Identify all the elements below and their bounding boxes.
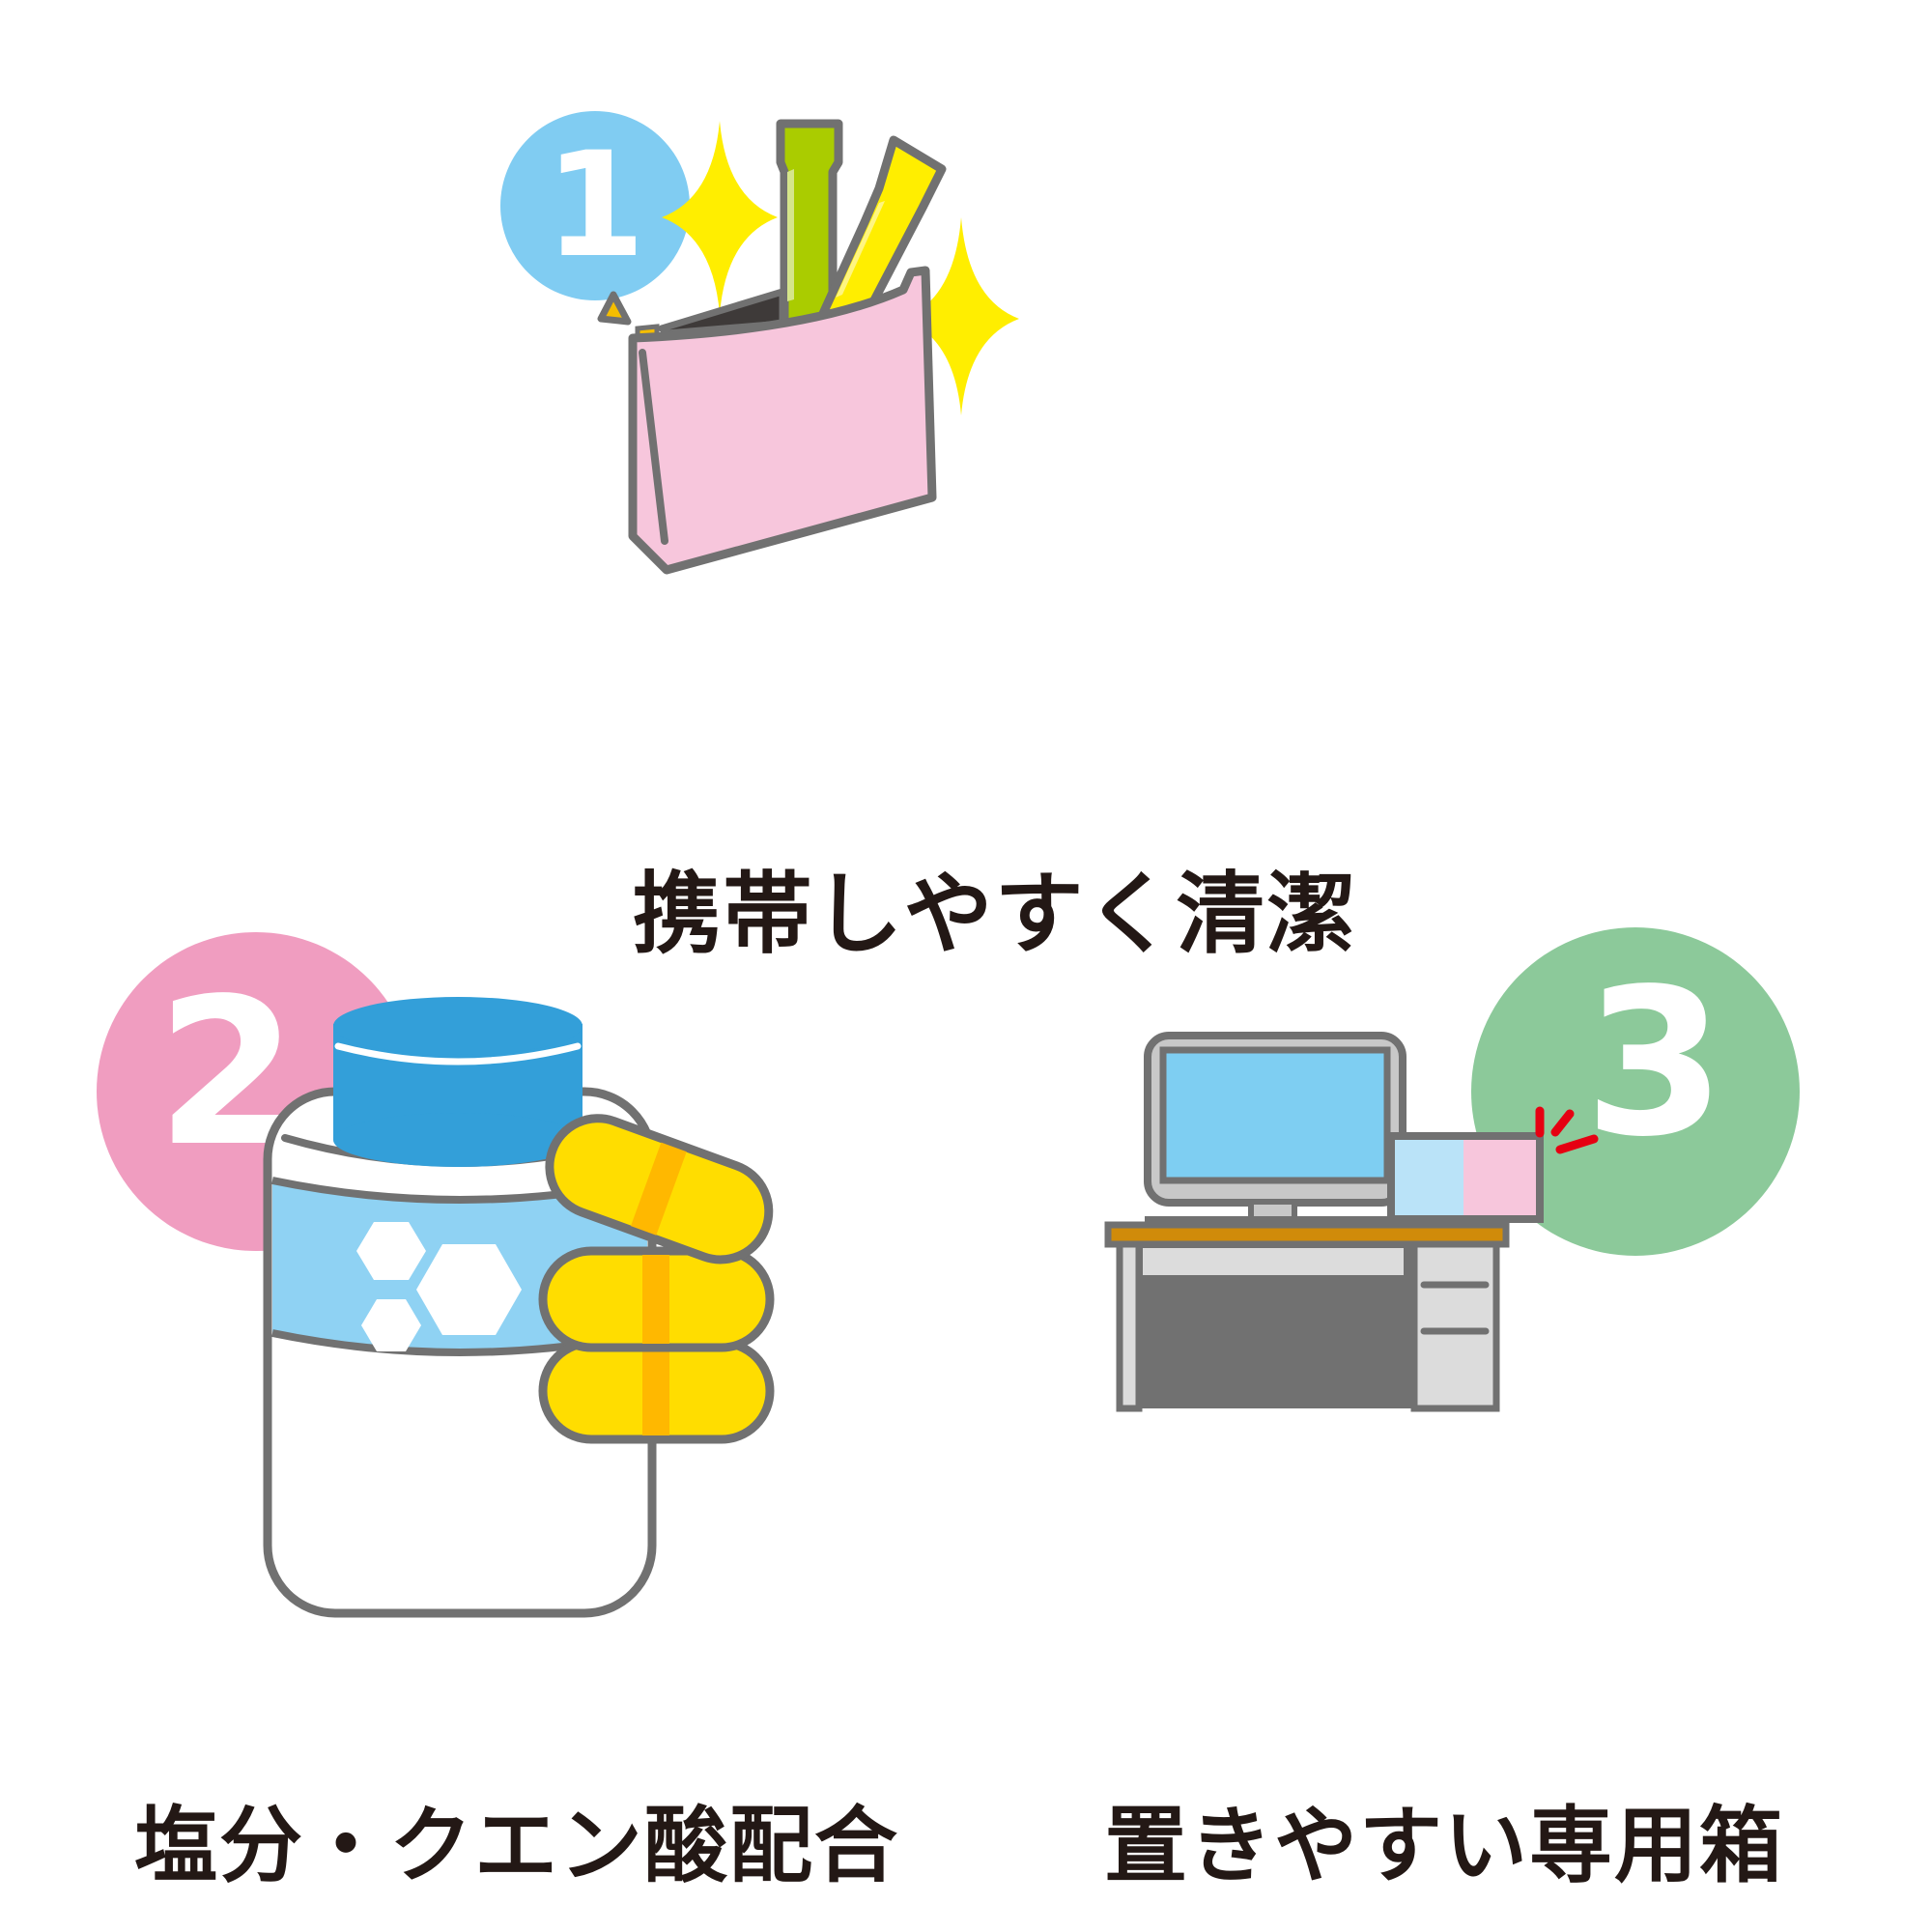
sparkle-icon bbox=[903, 217, 1019, 415]
capsule-icon bbox=[545, 1114, 774, 1264]
capsule-icon bbox=[538, 1246, 775, 1352]
hexagon-icon bbox=[416, 1244, 522, 1335]
alert-marks-icon bbox=[1535, 1106, 1599, 1154]
hexagon-icon bbox=[356, 1222, 426, 1280]
feature-caption: 携帯しやすく清潔 bbox=[632, 863, 1358, 966]
hexagon-icon bbox=[361, 1299, 421, 1351]
feature-caption: 塩分・クエン酸配合 bbox=[134, 1798, 899, 1894]
sparkle-icon bbox=[662, 121, 778, 314]
badge-number: 1 bbox=[544, 122, 646, 290]
badge-number: 3 bbox=[1583, 944, 1726, 1181]
feature-caption: 置きやすい専用箱 bbox=[1104, 1798, 1784, 1894]
number-badge-1: 1 bbox=[500, 111, 690, 300]
drawer-unit bbox=[1410, 1240, 1500, 1412]
